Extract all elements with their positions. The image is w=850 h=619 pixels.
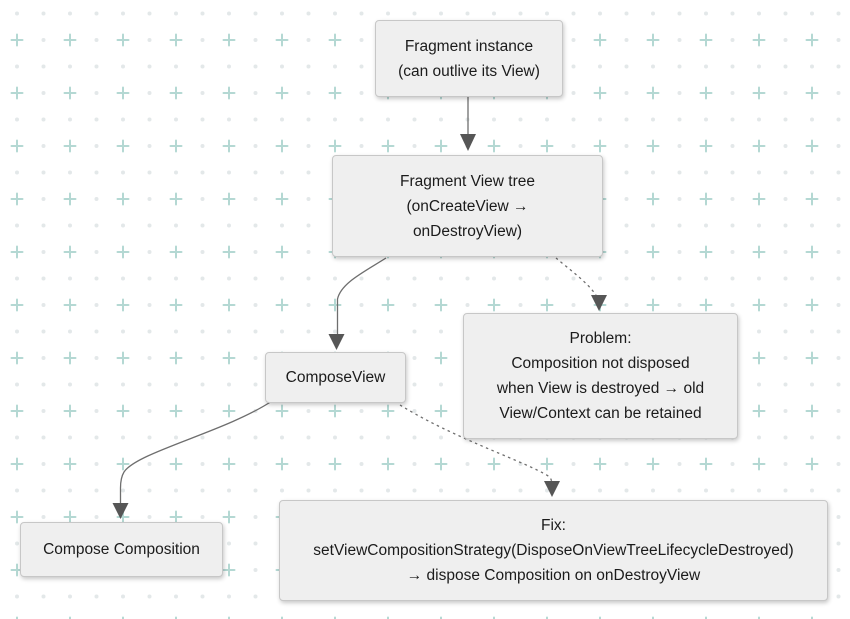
node-label-line: Composition not disposed [511, 355, 690, 372]
node-label-line: View/Context can be retained [499, 405, 702, 422]
node-label-line: Fragment instance [404, 37, 534, 55]
edge-view-tree-to-compose-view [328, 257, 387, 350]
node-label-line: onDestroyView) [412, 222, 523, 240]
edge-view-tree-to-problem [555, 257, 607, 311]
node-label-line: Fix: [541, 517, 566, 534]
node-label-line: setViewCompositionStrategy(DisposeOnView… [313, 542, 794, 559]
node-label-line: Compose Composition [43, 541, 200, 558]
edge-compose-view-to-composition [112, 400, 273, 519]
node-compose-view[interactable]: ComposeView [265, 352, 406, 403]
node-label-line: → dispose Composition on onDestroyView [406, 567, 701, 584]
node-label-line: Fragment View tree [400, 172, 535, 190]
node-problem[interactable]: Problem: Composition not disposed when V… [463, 313, 738, 439]
node-label-line: (onCreateView → [406, 197, 529, 215]
edge-fragment-instance-to-view-tree [460, 97, 476, 151]
node-fix[interactable]: Fix: setViewCompositionStrategy(DisposeO… [279, 500, 828, 601]
node-label-line: ComposeView [285, 369, 386, 386]
node-compose-composition[interactable]: Compose Composition [20, 522, 223, 577]
node-fragment-instance[interactable]: Fragment instance (can outlive its View) [375, 20, 563, 97]
node-label-line: when View is destroyed → old [496, 380, 705, 397]
node-fragment-view-tree[interactable]: Fragment View tree (onCreateView → onDes… [332, 155, 603, 257]
node-label-line: Problem: [569, 330, 632, 347]
edge-compose-view-to-fix [399, 404, 560, 497]
node-label-line: (can outlive its View) [398, 62, 540, 80]
